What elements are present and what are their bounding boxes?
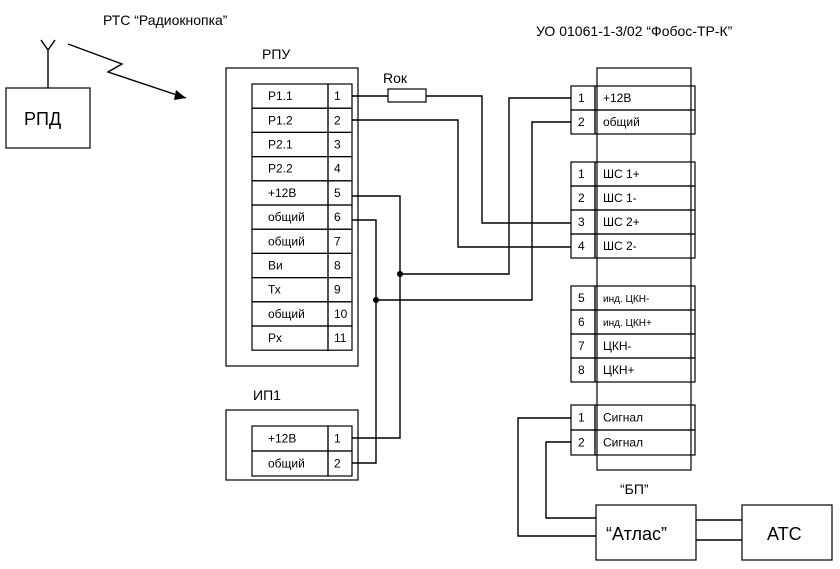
antenna-icon bbox=[40, 39, 56, 88]
rpu-terminal-number: 6 bbox=[334, 210, 341, 224]
uo-loop-terminal-number: 4 bbox=[578, 239, 585, 253]
rpu-terminal-number: 1 bbox=[334, 89, 341, 103]
uo-ind-terminal-label: инд. ЦКН- bbox=[603, 294, 649, 305]
resistor-rok bbox=[387, 88, 427, 103]
ip1-terminal-label: общий bbox=[268, 457, 305, 471]
rpu-label-cell bbox=[251, 277, 329, 303]
ip1-frame bbox=[225, 409, 359, 481]
uo-power-terminal-label: +12В bbox=[603, 91, 631, 105]
rpd-transmitter: РПД bbox=[5, 39, 91, 149]
rpu-terminal-label: Ви bbox=[268, 259, 283, 273]
uo-signal-terminal-number: 2 bbox=[578, 436, 585, 450]
rpu-terminal-label: P2.2 bbox=[268, 162, 293, 176]
ip1-terminal-label: +12В bbox=[268, 432, 296, 446]
uo-ind-terminal-number: 8 bbox=[578, 363, 585, 377]
rpu-terminal-label: общий bbox=[268, 210, 305, 224]
uo-ind-terminal-number: 5 bbox=[578, 291, 585, 305]
uo-loop-block: 1 ШС 1+ 2 ШС 1- 3 ШС 2+ 4 ШС 2- bbox=[570, 161, 696, 259]
uo-signal-terminal-label: Сигнал bbox=[603, 436, 643, 450]
rpu-terminal-number: 7 bbox=[334, 234, 341, 248]
uo-loop-terminal-label: ШС 1- bbox=[603, 191, 637, 205]
rts-title: РТС “Радиокнопка” bbox=[103, 12, 228, 28]
ip1-terminal-number: 1 bbox=[334, 432, 341, 446]
rpu-terminal-number: 2 bbox=[334, 113, 341, 127]
rpu-num-cell bbox=[327, 325, 353, 351]
ip1-terminal-number: 2 bbox=[334, 457, 341, 471]
wire-plus12-to-uo bbox=[400, 97, 571, 275]
wire-common-to-uo bbox=[376, 121, 571, 301]
wire-signal2-to-atlas bbox=[545, 441, 596, 519]
uo-loop-terminal-label: ШС 2+ bbox=[603, 215, 640, 229]
rpu-terminal-label: P2.1 bbox=[268, 138, 293, 152]
uo-ind-terminal-label: ЦКН+ bbox=[603, 363, 635, 377]
rpu-label-cell bbox=[251, 252, 329, 279]
uo-loop-terminal-label: ШС 1+ bbox=[603, 167, 640, 181]
rpu-terminal-label: Тх bbox=[268, 283, 281, 297]
uo-power-terminal-number: 2 bbox=[578, 115, 585, 129]
rpu-terminal-label: Рх bbox=[268, 331, 282, 345]
uo-ind-label-cell bbox=[594, 357, 696, 383]
uo-loop-terminal-label: ШС 2- bbox=[603, 239, 637, 253]
wires bbox=[352, 95, 742, 541]
rpu-terminal-label: общий bbox=[268, 234, 305, 248]
uo-power-terminal-label: общий bbox=[603, 115, 640, 129]
rpu-terminal-number: 3 bbox=[334, 138, 341, 152]
wire-rok-to-shs2plus bbox=[426, 95, 571, 224]
uo-loop-terminal-number: 3 bbox=[578, 215, 585, 229]
rpu-terminal-label: общий bbox=[268, 307, 305, 321]
uo-ind-terminal-label: ЦКН- bbox=[603, 339, 632, 353]
uo-loop-terminal-number: 2 bbox=[578, 191, 585, 205]
rpu-frame bbox=[225, 67, 359, 367]
rpd-label: РПД bbox=[24, 109, 61, 129]
bp-label: “БП” bbox=[620, 481, 649, 497]
rpu-terminal-label: P1.1 bbox=[268, 89, 293, 103]
wire-p12-to-shs2minus bbox=[352, 119, 571, 248]
uo-ind-terminal-number: 7 bbox=[578, 339, 585, 353]
ats-box bbox=[741, 504, 833, 561]
wire-signal1-to-atlas bbox=[517, 417, 596, 537]
rpu-terminal-number: 8 bbox=[334, 259, 341, 273]
wire-common-bus bbox=[352, 219, 377, 464]
uo-ind-terminal-label: инд. ЦКН+ bbox=[603, 318, 652, 329]
radio-link-arrow bbox=[67, 43, 187, 100]
atlas-label: “Атлас” bbox=[606, 524, 667, 544]
uo-power-block: 1 +12В 2 общий bbox=[570, 85, 696, 135]
rok-label: Rок bbox=[383, 70, 408, 86]
rpu-terminal-block: P1.1 1P1.2 2P2.1 3P2.2 4 +12В 5 общий 6 общий 7Ви 8… bbox=[251, 83, 353, 351]
arrowhead-icon bbox=[174, 90, 186, 100]
atlas-box bbox=[595, 504, 697, 561]
uo-ind-terminal-number: 6 bbox=[578, 315, 585, 329]
rpu-terminal-label: +12В bbox=[268, 186, 296, 200]
rpu-terminal-number: 4 bbox=[334, 162, 341, 176]
rpu-label-cell bbox=[251, 325, 329, 351]
rpu-terminal-number: 9 bbox=[334, 283, 341, 297]
junction-plus12 bbox=[397, 271, 403, 277]
ip1-terminal-block: +12В 1 общий 2 bbox=[251, 425, 353, 477]
rpu-label: РПУ bbox=[262, 46, 290, 62]
uo-loop-terminal-number: 1 bbox=[578, 167, 585, 181]
uo-power-terminal-number: 1 bbox=[578, 91, 585, 105]
ats-label: АТС bbox=[767, 524, 802, 544]
rpu-terminal-number: 5 bbox=[334, 186, 341, 200]
ip1-label: ИП1 bbox=[253, 387, 281, 403]
uo-title: УО 01061-1-3/02 “Фобос-ТР-К” bbox=[536, 23, 733, 39]
junction-common bbox=[373, 297, 379, 303]
rpu-terminal-label: P1.2 bbox=[268, 113, 293, 127]
radio-wave-line bbox=[67, 43, 187, 99]
uo-indicator-block: 5 инд. ЦКН- 6 инд. ЦКН+ 7 ЦКН- 8 ЦКН+ bbox=[570, 285, 696, 383]
uo-power-label-cell bbox=[594, 109, 696, 135]
uo-signal-terminal-label: Сигнал bbox=[603, 411, 643, 425]
uo-signal-terminal-number: 1 bbox=[578, 411, 585, 425]
uo-loop-label-cell bbox=[594, 233, 696, 259]
uo-frame bbox=[596, 67, 692, 471]
rpu-terminal-number: 11 bbox=[334, 331, 347, 345]
uo-signal-label-cell bbox=[594, 429, 696, 456]
rpu-terminal-number: 10 bbox=[334, 307, 348, 321]
